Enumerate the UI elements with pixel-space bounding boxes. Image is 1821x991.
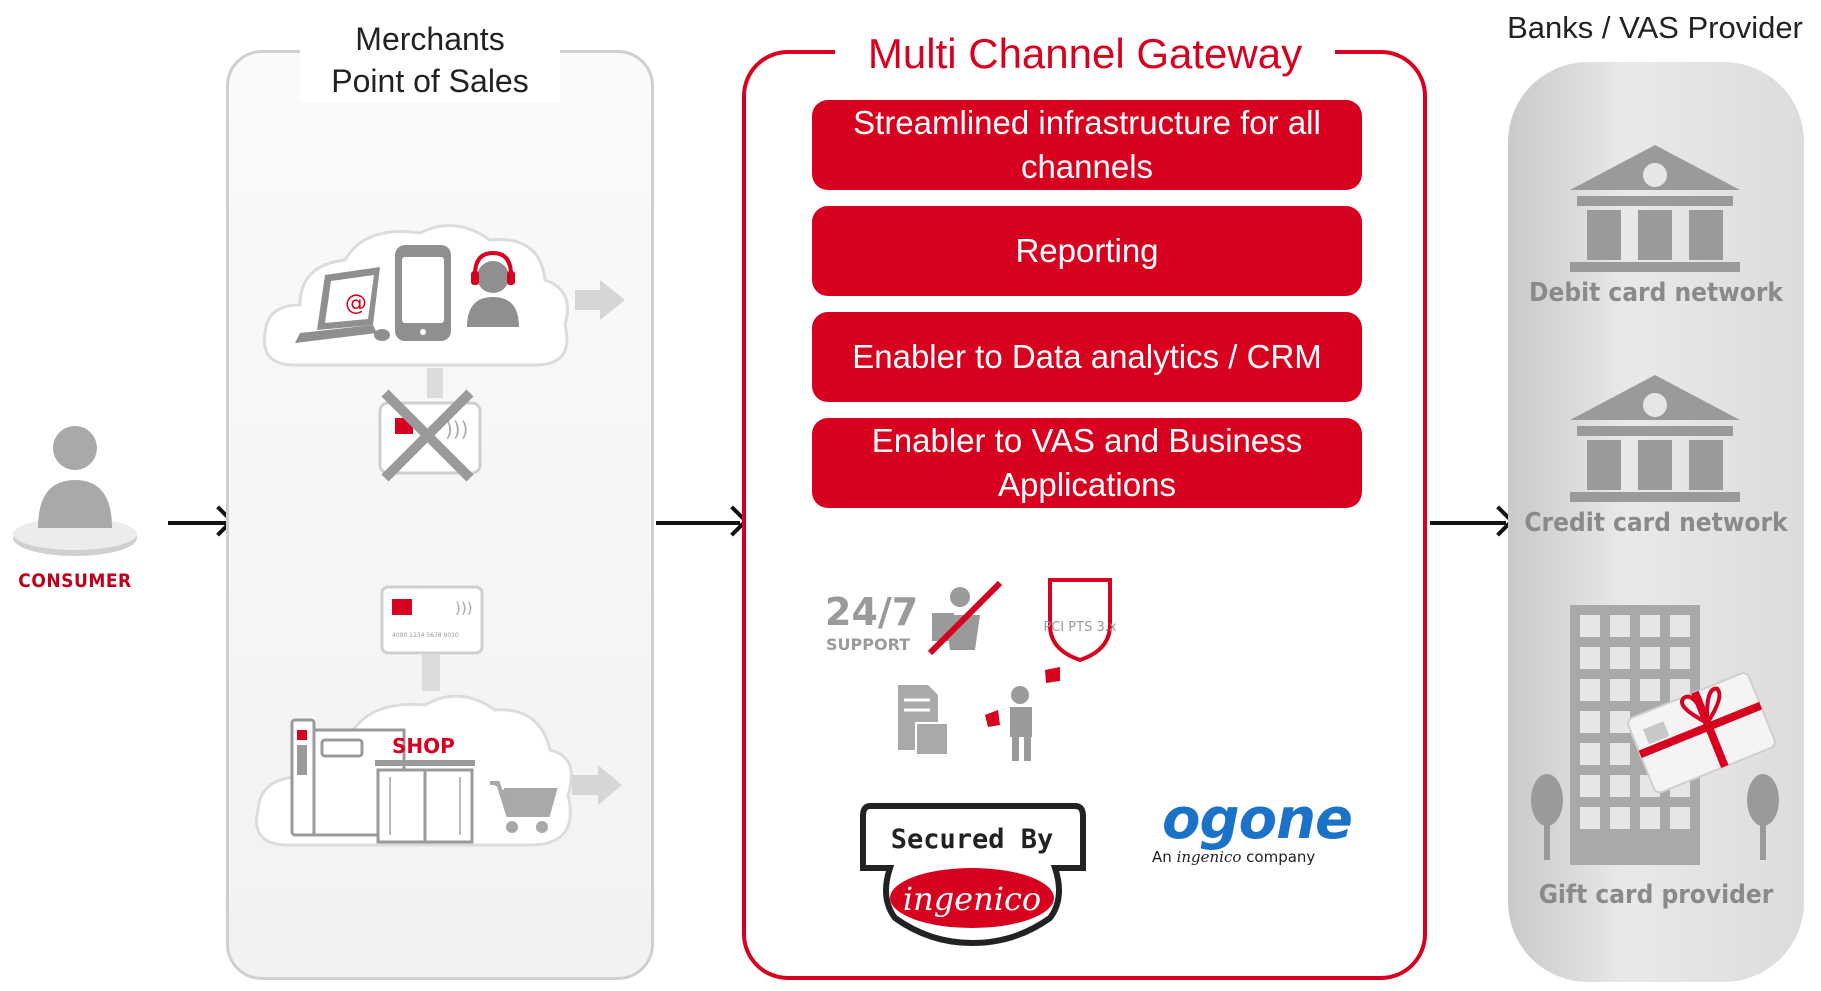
arrow-consumer-to-merchants <box>168 521 226 525</box>
svg-text:An ingenico company: An ingenico company <box>1152 848 1315 866</box>
svg-text:@: @ <box>345 291 367 316</box>
call-center-icon <box>467 250 519 327</box>
gift-card-provider-icon <box>1531 605 1779 865</box>
laptop-icon: @ <box>295 267 390 343</box>
document-calculator-icon <box>898 685 949 756</box>
debit-card-network-label: Debit card network <box>1529 278 1783 308</box>
ogone-logo: ogone An ingenico company <box>1152 790 1353 866</box>
svg-text:))): ))) <box>445 417 468 441</box>
shop-channels-cloud: SHOP <box>255 694 622 847</box>
secured-by-text: Secured By <box>891 824 1054 855</box>
tablet-icon <box>395 245 451 341</box>
arrow-merchants-to-gateway <box>656 521 740 525</box>
shop-label: SHOP <box>392 734 455 758</box>
feature-streamlined-infrastructure: Streamlined infrastructure for all chann… <box>812 100 1362 190</box>
credit-card-network-label: Credit card network <box>1524 508 1788 538</box>
feature-vas-business-apps: Enabler to VAS and Business Applications <box>812 418 1362 508</box>
tree-icon-right <box>1747 774 1779 860</box>
merchants-title-line1: Merchants <box>355 21 505 57</box>
banks-title: Banks / VAS Provider <box>1507 10 1803 45</box>
consumer-label: CONSUMER <box>18 570 132 592</box>
shop-icon: SHOP <box>375 734 475 844</box>
consumer-icon <box>13 426 137 556</box>
shopping-cart-icon <box>490 781 558 833</box>
consumer: CONSUMER <box>10 380 140 600</box>
merchants-title: Merchants Point of Sales <box>300 18 560 102</box>
tree-icon-left <box>1531 774 1563 860</box>
debit-network-bank-icon <box>1570 145 1740 272</box>
merchants-title-line2: Point of Sales <box>331 63 529 99</box>
svg-text:SUPPORT: SUPPORT <box>826 635 910 654</box>
anti-fraud-icon <box>927 580 1003 656</box>
svg-text:PCI PTS 3.x: PCI PTS 3.x <box>1043 620 1116 635</box>
crossed-card-terminal: ))) <box>378 368 482 482</box>
credit-network-bank-icon <box>1570 375 1740 502</box>
gift-card-icon <box>1627 672 1776 794</box>
pci-pts-icon: PCI PTS 3.x <box>1043 578 1117 663</box>
feature-data-analytics: Enabler to Data analytics / CRM <box>812 312 1362 402</box>
arrow-gateway-to-banks <box>1430 521 1506 525</box>
gateway-title: Multi Channel Gateway <box>835 26 1335 82</box>
svg-text:24/7: 24/7 <box>825 590 918 634</box>
support-24-7-icon: 24/7 SUPPORT <box>825 590 918 654</box>
gateway-capability-icons: 24/7 SUPPORT PCI PTS 3.x <box>825 578 1117 761</box>
delivery-person-icon <box>985 667 1060 761</box>
feature-reporting: Reporting <box>812 206 1362 296</box>
online-channels-cloud: @ <box>262 223 625 367</box>
svg-text:))): ))) <box>455 599 473 617</box>
secured-by-ingenico-logo: Secured By ingenico <box>860 803 1086 947</box>
ogone-text: ogone <box>1162 790 1352 852</box>
payment-card-icon: ))) 4000 1234 5678 9010 <box>380 585 484 691</box>
card-number: 4000 1234 5678 9010 <box>392 632 459 639</box>
ingenico-text: ingenico <box>903 880 1041 918</box>
gift-card-provider-label: Gift card provider <box>1538 880 1774 910</box>
